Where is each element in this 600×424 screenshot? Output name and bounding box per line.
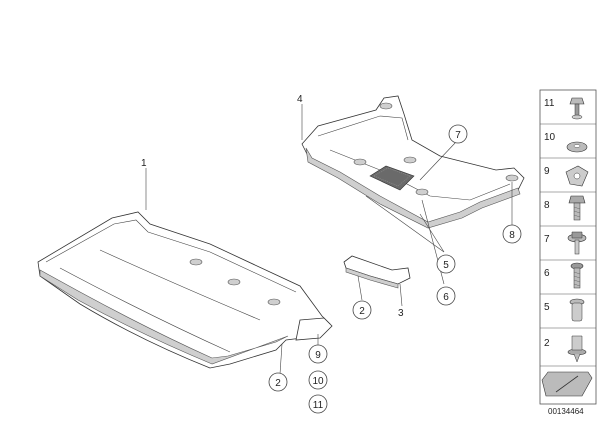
svg-text:10: 10 [312, 376, 324, 387]
svg-text:7: 7 [544, 234, 550, 245]
callout-label-4: 4 [297, 94, 303, 105]
svg-text:5: 5 [443, 260, 449, 271]
leader-lines [279, 141, 513, 375]
svg-text:11: 11 [313, 400, 324, 411]
svg-text:2: 2 [359, 306, 365, 317]
side-item-5[interactable]: 5 [544, 298, 585, 322]
panel-footer-arrow-icon [541, 371, 593, 397]
side-item-8[interactable]: 8 [544, 195, 586, 221]
svg-text:8: 8 [544, 200, 550, 211]
side-item-9[interactable]: 9 [544, 165, 589, 187]
leader-line-3 [399, 283, 403, 307]
expansion-rivet-icon [569, 298, 585, 322]
side-item-6[interactable]: 6 [544, 262, 584, 289]
side-item-10[interactable]: 10 [544, 132, 588, 153]
shield-part-4[interactable] [301, 95, 525, 229]
circle-callout-2-lower[interactable]: 2 [268, 372, 288, 392]
svg-text:7: 7 [455, 130, 461, 141]
hex-bolt-icon [568, 195, 586, 221]
circle-callout-11[interactable]: 11 [308, 394, 328, 414]
mesh-grille [369, 165, 415, 191]
circle-callout-6[interactable]: 6 [436, 286, 456, 306]
flange-bolt-icon [567, 231, 587, 255]
push-clip-icon [567, 335, 587, 363]
callout-label-3: 3 [398, 308, 404, 319]
svg-text:2: 2 [275, 378, 281, 389]
circle-callout-8[interactable]: 8 [502, 224, 522, 244]
svg-text:9: 9 [315, 350, 321, 361]
document-number: 00134464 [548, 407, 584, 416]
circle-callout-2-upper[interactable]: 2 [352, 300, 372, 320]
washer-icon [566, 141, 588, 153]
svg-text:2: 2 [544, 338, 550, 349]
side-item-11[interactable]: 11 [544, 97, 585, 120]
side-item-2[interactable]: 2 [544, 335, 587, 363]
svg-text:5: 5 [544, 302, 550, 313]
circle-callout-7[interactable]: 7 [448, 124, 468, 144]
svg-text:11: 11 [544, 98, 555, 109]
svg-text:6: 6 [443, 292, 449, 303]
svg-text:6: 6 [544, 268, 550, 279]
bracket-part-3[interactable] [343, 255, 411, 289]
screw-icon [570, 262, 584, 289]
speed-nut-icon [565, 165, 589, 187]
svg-text:9: 9 [544, 166, 550, 177]
circle-callout-9[interactable]: 9 [308, 344, 328, 364]
side-item-7[interactable]: 7 [544, 231, 587, 255]
svg-text:10: 10 [544, 132, 556, 143]
svg-text:8: 8 [509, 230, 515, 241]
clip-nut-icon [569, 97, 585, 120]
circle-callout-10[interactable]: 10 [308, 370, 328, 390]
callout-label-1: 1 [141, 158, 147, 169]
circle-callout-5[interactable]: 5 [436, 254, 456, 274]
underbody-shield-part-1[interactable] [37, 211, 333, 369]
